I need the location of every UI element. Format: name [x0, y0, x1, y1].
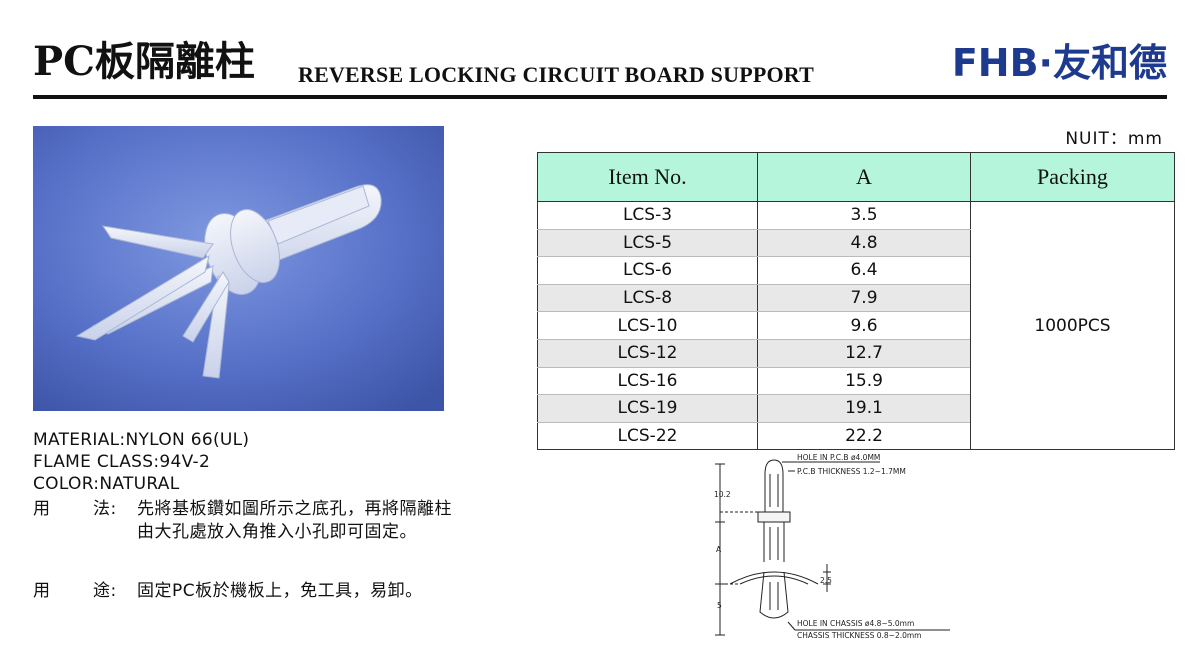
- label-dim-bottom: 5: [717, 601, 722, 610]
- unit-label: NUIT：mm: [1065, 129, 1163, 149]
- label-hole-pcb: HOLE IN P.C.B ø4.0MM: [797, 453, 880, 462]
- cell-a: 4.8: [757, 229, 971, 258]
- cell-item: LCS-6: [537, 256, 758, 285]
- header-divider: [33, 95, 1167, 99]
- usage-purpose-key2: 途:: [93, 581, 117, 601]
- header-a: A: [757, 152, 971, 202]
- cell-item: LCS-3: [537, 201, 758, 230]
- label-dim-a: A: [716, 545, 722, 554]
- spec-list: MATERIAL:NYLON 66(UL) FLAME CLASS:94V-2 …: [33, 429, 249, 495]
- cell-a: 15.9: [757, 367, 971, 396]
- cell-item: LCS-8: [537, 284, 758, 313]
- usage-method-key1: 用: [33, 499, 51, 519]
- label-chassis-thickness: CHASSIS THICKNESS 0.8~2.0mm: [797, 631, 921, 640]
- cell-a: 3.5: [757, 201, 971, 230]
- usage-purpose-key1: 用: [33, 581, 51, 601]
- cell-item: LCS-12: [537, 339, 758, 368]
- item-table: Item No. A Packing LCS-3 3.5 1000PCS LCS…: [537, 152, 1175, 451]
- cell-item: LCS-10: [537, 311, 758, 340]
- label-pcb-thickness: P.C.B THICKNESS 1.2~1.7MM: [797, 467, 906, 476]
- cell-a: 22.2: [757, 422, 971, 451]
- label-dim-gap: 2.5: [820, 576, 832, 585]
- cell-a: 12.7: [757, 339, 971, 368]
- usage-purpose-text: 固定PC板於機板上，免工具，易卸。: [137, 581, 423, 601]
- cell-item: LCS-5: [537, 229, 758, 258]
- brand-logo: FHB·友和德: [951, 41, 1167, 85]
- cell-item: LCS-16: [537, 367, 758, 396]
- title-chinese: PC板隔離柱: [33, 38, 255, 85]
- usage-method-text: 先將基板鑽如圖所示之底孔，再將隔離柱由大孔處放入角推入小孔即可固定。: [137, 499, 452, 542]
- cell-a: 6.4: [757, 256, 971, 285]
- cell-item: LCS-19: [537, 394, 758, 423]
- spec-flame-class: FLAME CLASS:94V-2: [33, 452, 211, 472]
- cell-a: 7.9: [757, 284, 971, 313]
- cell-a: 19.1: [757, 394, 971, 423]
- spec-material: MATERIAL:NYLON 66(UL): [33, 430, 250, 450]
- cell-packing: 1000PCS: [970, 200, 1175, 451]
- title-english: REVERSE LOCKING CIRCUIT BOARD SUPPORT: [298, 62, 814, 87]
- usage-method-key2: 法:: [93, 499, 117, 519]
- spec-color: COLOR:NATURAL: [33, 474, 180, 494]
- technical-drawing: HOLE IN P.C.B ø4.0MM P.C.B THICKNESS 1.2…: [714, 453, 950, 640]
- cell-a: 9.6: [757, 311, 971, 340]
- label-dim-top: 10.2: [714, 490, 731, 499]
- label-hole-chassis: HOLE IN CHASSIS ø4.8~5.0mm: [797, 619, 914, 628]
- product-photo: [33, 126, 444, 411]
- cell-item: LCS-22: [537, 422, 758, 451]
- header-packing: Packing: [970, 152, 1175, 202]
- header-item-no: Item No.: [537, 152, 758, 202]
